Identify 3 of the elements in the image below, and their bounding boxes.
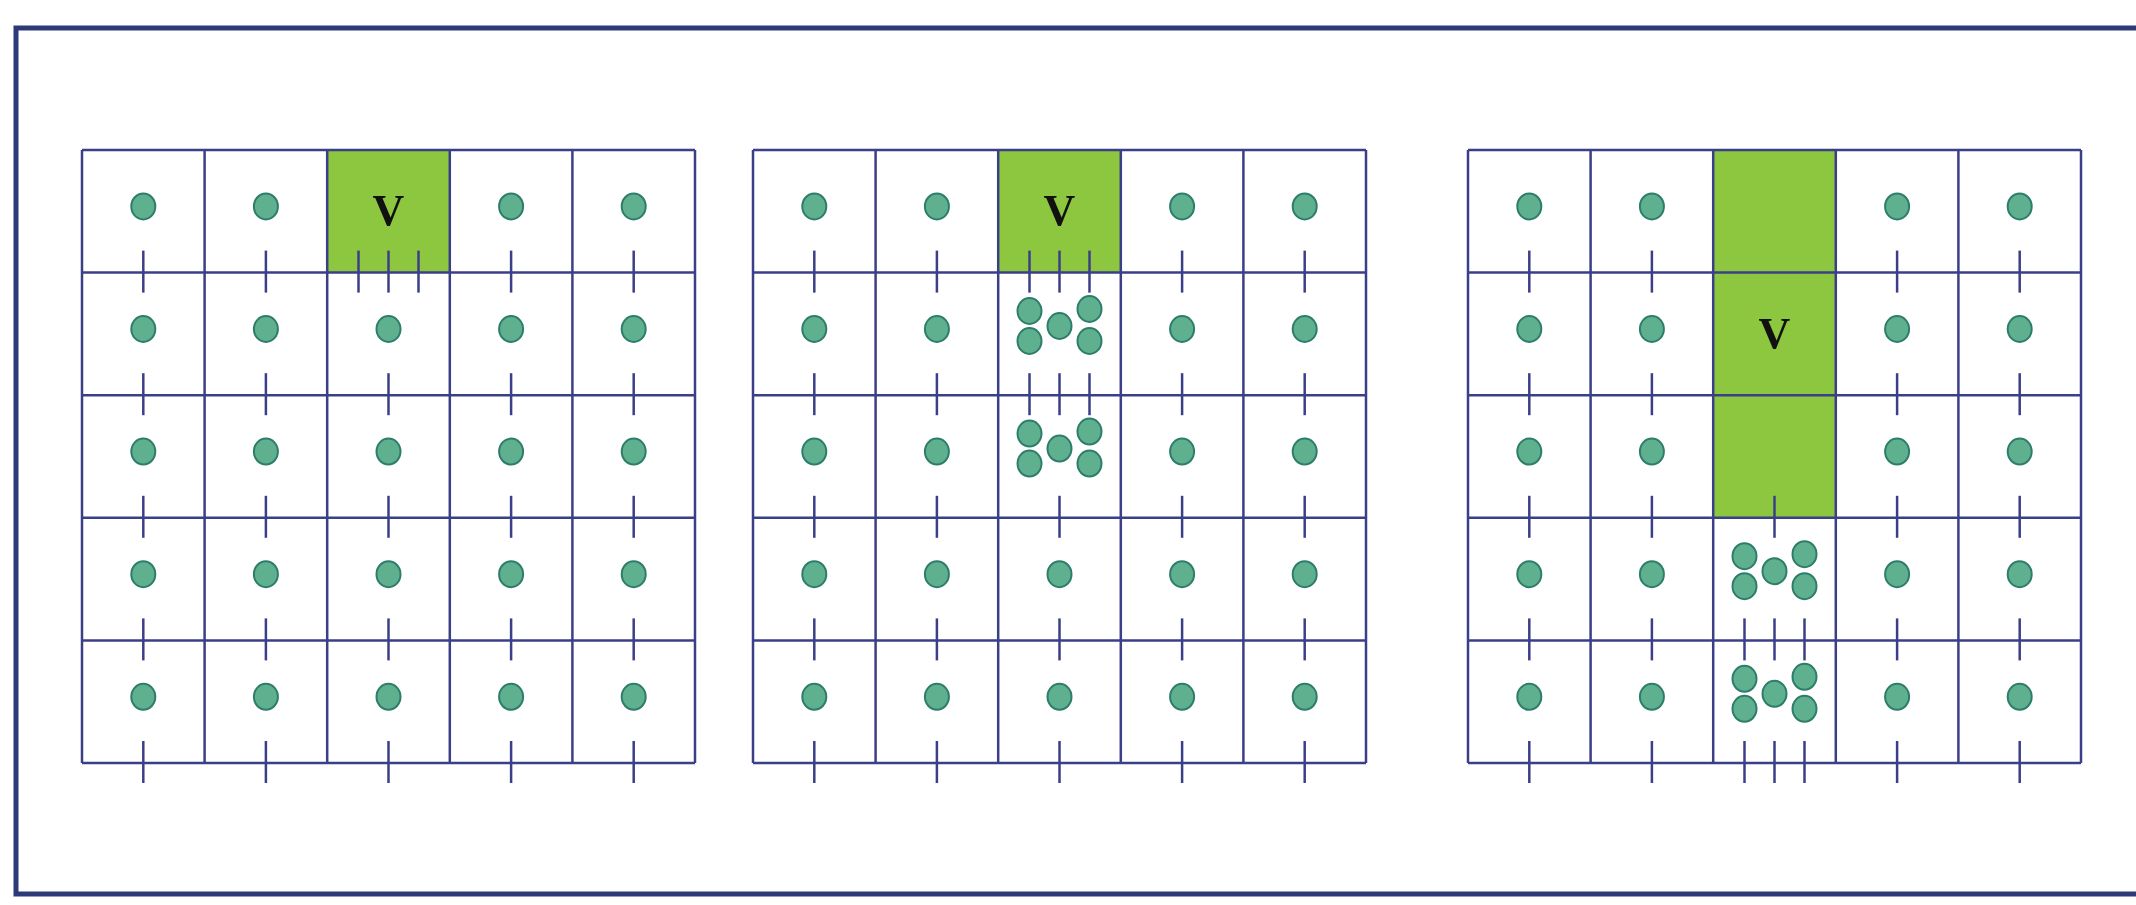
- vacancy-letter: V: [1758, 311, 1791, 356]
- vacancy-letter: V: [1043, 189, 1076, 234]
- vacancy-letter: V: [372, 189, 405, 234]
